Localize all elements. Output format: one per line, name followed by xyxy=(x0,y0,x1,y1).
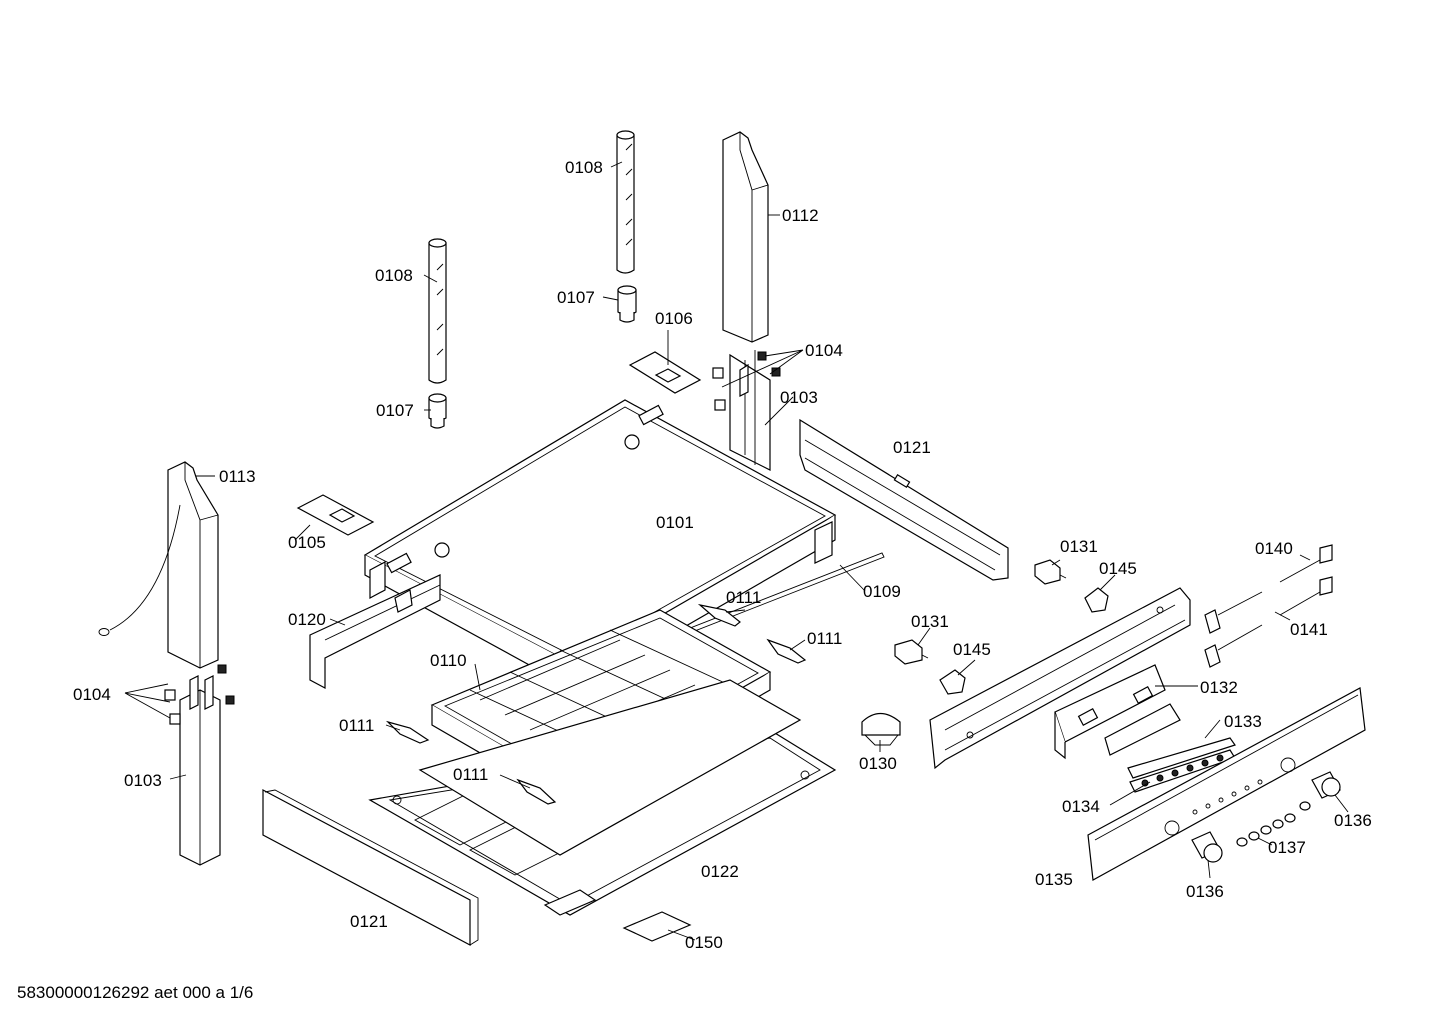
label-0120: 0120 xyxy=(288,610,326,629)
label-0150 xyxy=(622,911,692,942)
component-0130 xyxy=(861,712,901,746)
label-0140: 0140 xyxy=(1255,539,1293,558)
selector-strip-0133 xyxy=(1127,737,1236,779)
label-0145-upper: 0145 xyxy=(1099,559,1137,578)
clip-0145-a xyxy=(1084,587,1109,613)
label-0130: 0130 xyxy=(859,754,897,773)
clip-0145-b xyxy=(939,669,966,695)
circuit-board-0132 xyxy=(1054,664,1181,760)
label-0113: 0113 xyxy=(219,467,256,486)
label-0106: 0106 xyxy=(655,309,693,328)
label-0131-lower: 0131 xyxy=(911,612,949,631)
label-0105: 0105 xyxy=(288,533,326,552)
label-0104-left: 0104 xyxy=(73,685,111,704)
label-0111-b: 0111 xyxy=(807,629,842,648)
label-0109: 0109 xyxy=(863,582,901,601)
clips-0104-left xyxy=(164,664,235,725)
upright-0103-right xyxy=(729,350,771,471)
control-frame xyxy=(929,587,1191,770)
label-0137: 0137 xyxy=(1268,838,1306,857)
label-0108-upper: 0108 xyxy=(565,158,603,177)
cap-0107-upper xyxy=(617,285,637,323)
document-footer: 58300000126292 aet 000 a 1/6 xyxy=(17,983,253,1002)
tube-0108-lower xyxy=(428,238,447,384)
knob-0136-bottom xyxy=(1191,831,1223,863)
upright-0103-left xyxy=(179,675,221,866)
label-0111-a: 0111 xyxy=(726,588,761,607)
front-rail-0121 xyxy=(262,789,479,946)
switch-0131-a xyxy=(1034,559,1067,585)
side-rail-0120 xyxy=(309,574,441,689)
clips-0111 xyxy=(385,603,807,805)
buttons-0137 xyxy=(1236,801,1311,847)
label-0132: 0132 xyxy=(1200,678,1238,697)
label-0145-lower: 0145 xyxy=(953,640,991,659)
upright-cover-0112 xyxy=(722,131,769,343)
label-0135: 0135 xyxy=(1035,870,1073,889)
cable-0141 xyxy=(1204,576,1333,668)
label-0112: 0112 xyxy=(782,206,819,225)
callout-labels: 0108 0107 0106 0112 0104 0103 0108 0107 … xyxy=(73,158,1372,952)
label-0103-left: 0103 xyxy=(124,771,162,790)
label-0121-front: 0121 xyxy=(350,912,388,931)
label-0136-bottom: 0136 xyxy=(1186,882,1224,901)
leader-lines xyxy=(124,161,1349,941)
label-0141: 0141 xyxy=(1290,620,1328,639)
control-panel-0135 xyxy=(1087,687,1366,881)
tube-0108-upper xyxy=(616,130,635,274)
label-0111-c: 0111 xyxy=(339,716,374,735)
label-0107-upper: 0107 xyxy=(557,288,595,307)
upright-cover-0113 xyxy=(98,461,219,669)
back-rail-0121 xyxy=(799,418,1009,581)
label-0107-lower: 0107 xyxy=(376,401,414,420)
parts-drawing xyxy=(98,130,1366,946)
cap-0107-lower xyxy=(428,393,447,429)
label-0110: 0110 xyxy=(430,651,467,670)
label-0134: 0134 xyxy=(1062,797,1100,816)
plate-sheet xyxy=(418,679,802,856)
cable-0140 xyxy=(1204,544,1333,634)
label-0103-right: 0103 xyxy=(780,388,818,407)
label-0136-right: 0136 xyxy=(1334,811,1372,830)
label-0108-lower: 0108 xyxy=(375,266,413,285)
button-dots xyxy=(1141,754,1224,787)
label-0133: 0133 xyxy=(1224,712,1262,731)
bracket-0106 xyxy=(628,351,702,394)
label-0131-upper: 0131 xyxy=(1060,537,1098,556)
label-0150: 0150 xyxy=(685,933,723,952)
label-0122: 0122 xyxy=(701,862,739,881)
knob-0136-right xyxy=(1311,771,1341,799)
label-0101: 0101 xyxy=(656,513,694,532)
switch-0131-b xyxy=(894,639,929,665)
label-0111-d: 0111 xyxy=(453,765,488,784)
bracket-0105 xyxy=(296,494,375,536)
label-0121-back: 0121 xyxy=(893,438,931,457)
label-0104-right: 0104 xyxy=(805,341,843,360)
